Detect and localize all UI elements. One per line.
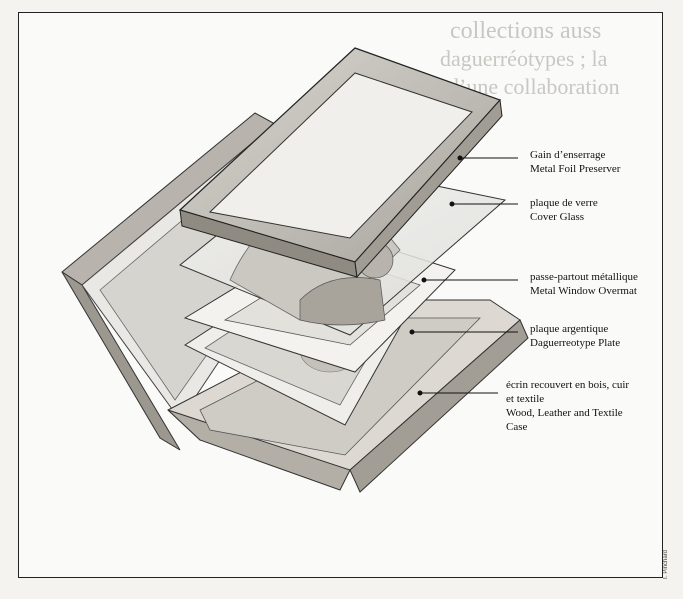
label-case: écrin recouvert en bois, cuir et textile… (506, 378, 636, 434)
label-case-en: Wood, Leather and Textile Case (506, 407, 623, 433)
leader-lines (412, 157, 518, 394)
label-overmat-fr: passe-partout métallique (530, 271, 638, 283)
metal-foil-preserver (178, 47, 503, 279)
label-preserver-en: Metal Foil Preserver (530, 163, 621, 175)
leader-dots (409, 155, 463, 396)
label-overmat: passe-partout métallique Metal Window Ov… (530, 270, 638, 298)
label-preserver: Gain d’enserrage Metal Foil Preserver (530, 148, 620, 176)
label-plate-fr: plaque argentique (530, 323, 609, 335)
label-glass: plaque de verre Cover Glass (530, 196, 598, 224)
label-plate: plaque argentique Daguerreotype Plate (530, 322, 620, 350)
label-case-fr: écrin recouvert en bois, cuir et textile (506, 379, 630, 405)
label-preserver-fr: Gain d’enserrage (530, 149, 606, 161)
illustrator-credit: T. Pinchard (663, 549, 669, 580)
label-plate-en: Daguerreotype Plate (530, 337, 621, 349)
bleed-through-text-1: collections auss (450, 18, 602, 44)
bleed-through-text-2: daguerréotypes ; la (440, 46, 608, 71)
label-overmat-en: Metal Window Overmat (530, 285, 637, 297)
label-glass-fr: plaque de verre (530, 197, 598, 209)
label-glass-en: Cover Glass (530, 211, 585, 223)
